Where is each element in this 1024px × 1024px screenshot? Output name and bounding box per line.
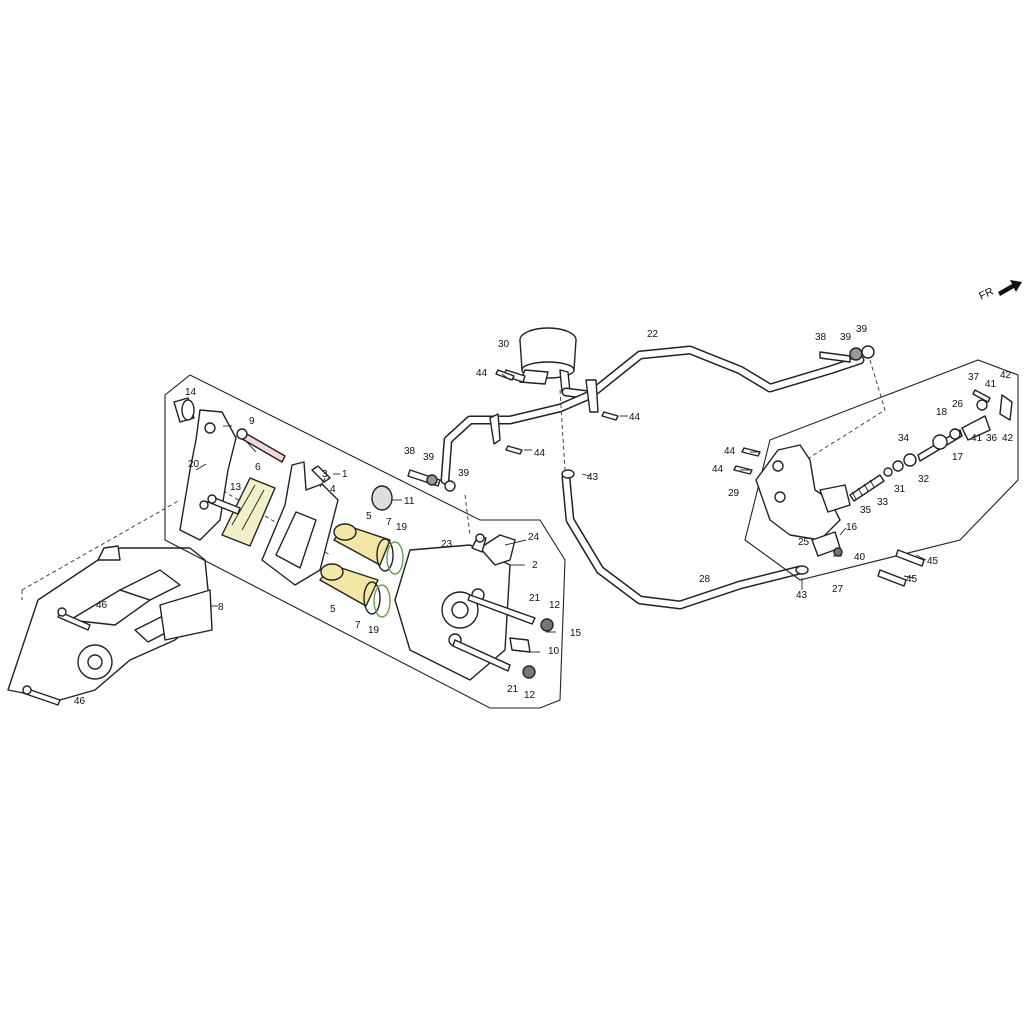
caliper-bolts: [452, 594, 554, 679]
rubber-boot: [371, 485, 393, 511]
callout: 2: [532, 560, 538, 571]
callout: 14: [185, 387, 197, 398]
callout: 36: [986, 433, 998, 444]
piston-seals: [363, 538, 404, 618]
callout: 24: [528, 532, 540, 543]
callout: 30: [498, 339, 510, 350]
callout: 28: [699, 574, 711, 585]
callout: 19: [396, 522, 408, 533]
callout: 6: [255, 462, 261, 473]
callout: 23: [441, 539, 453, 550]
callout: 11: [404, 496, 415, 507]
callout: 15: [570, 628, 582, 639]
master-cylinder-frame: [744, 359, 1019, 581]
callout: 25: [798, 537, 810, 548]
pin-plug: [207, 494, 241, 515]
caliper-bracket: [7, 545, 213, 701]
callout: 45: [906, 574, 918, 585]
brake-hose-upper: [440, 379, 599, 485]
callout: 46: [74, 696, 86, 707]
bracket-bolts: [22, 607, 91, 706]
piston-lower: [319, 563, 379, 607]
callout: 42: [1000, 370, 1012, 381]
callout: 10: [548, 646, 560, 657]
callout: 41: [985, 379, 997, 390]
callout: 34: [898, 433, 910, 444]
callout: 1: [342, 469, 348, 480]
callout: 22: [647, 329, 659, 340]
callout-leaders: [195, 373, 927, 653]
callout: 27: [832, 584, 844, 595]
callout: 26: [952, 399, 964, 410]
callout: 44: [476, 368, 488, 379]
callout: 39: [840, 332, 852, 343]
callout: 39: [856, 324, 868, 335]
callout: 44: [712, 464, 724, 475]
callout: 37: [968, 372, 980, 383]
pad-shim: [221, 477, 276, 547]
callout: 7: [355, 620, 361, 631]
hose-clamps: [561, 469, 809, 575]
callout: 5: [366, 511, 372, 522]
callout: 43: [587, 472, 599, 483]
front-direction-label: FR: [977, 286, 995, 303]
callout: 5: [330, 604, 336, 615]
arrow-icon: [998, 280, 1022, 296]
brake-pad-set: [261, 461, 339, 586]
callout: 46: [96, 600, 108, 611]
callout: 18: [936, 407, 948, 418]
callout: 12: [549, 600, 561, 611]
callout: 31: [894, 484, 906, 495]
callout: 20: [188, 459, 200, 470]
callout: 44: [534, 448, 546, 459]
callout: 8: [218, 602, 224, 613]
master-cylinder-mount-bolts: [877, 549, 925, 587]
callout: 3: [322, 469, 328, 480]
callout: 41: [971, 433, 983, 444]
callout: 19: [368, 625, 380, 636]
callout: 7: [386, 517, 392, 528]
collar: [173, 397, 195, 423]
callout: 38: [815, 332, 827, 343]
callout: 44: [724, 446, 736, 457]
caliper-assembly-frame: [164, 374, 566, 709]
callout: 42: [1002, 433, 1014, 444]
callout: 21: [507, 684, 519, 695]
mounting-bolts: [495, 369, 761, 475]
callout: 29: [728, 488, 740, 499]
callout: 13: [230, 482, 242, 493]
callout-numbers: 1 2 3 4 5 5 6 7 7 8 9 10 11 12 12 13 14 …: [74, 324, 1014, 707]
callout: 44: [629, 412, 641, 423]
pushrod-assembly: [849, 389, 1013, 502]
callout: 12: [524, 690, 536, 701]
callout: 43: [796, 590, 808, 601]
callout: 40: [854, 552, 866, 563]
callout: 17: [952, 452, 964, 463]
pad-hanger-plate: [179, 409, 237, 541]
fluid-reservoir: [503, 327, 577, 393]
callout: 38: [404, 446, 416, 457]
callout: 35: [860, 505, 872, 516]
callout: 32: [918, 474, 930, 485]
callout: 16: [846, 522, 858, 533]
master-cylinder-body: [755, 444, 851, 541]
pad-pin: [236, 428, 286, 463]
callout: 39: [423, 452, 435, 463]
callout: 4: [330, 484, 336, 495]
banjo-fittings: [407, 345, 875, 492]
callout: 45: [927, 556, 939, 567]
callout: 33: [877, 497, 889, 508]
reservoir-hose: [561, 345, 865, 400]
bleeder-valve: [471, 533, 487, 553]
callout: 9: [249, 416, 255, 427]
callout: 39: [458, 468, 470, 479]
callout: 21: [529, 593, 541, 604]
piston-upper: [333, 523, 391, 566]
master-cylinder-hose: [561, 473, 805, 610]
front-direction-indicator: FR: [977, 280, 1022, 303]
